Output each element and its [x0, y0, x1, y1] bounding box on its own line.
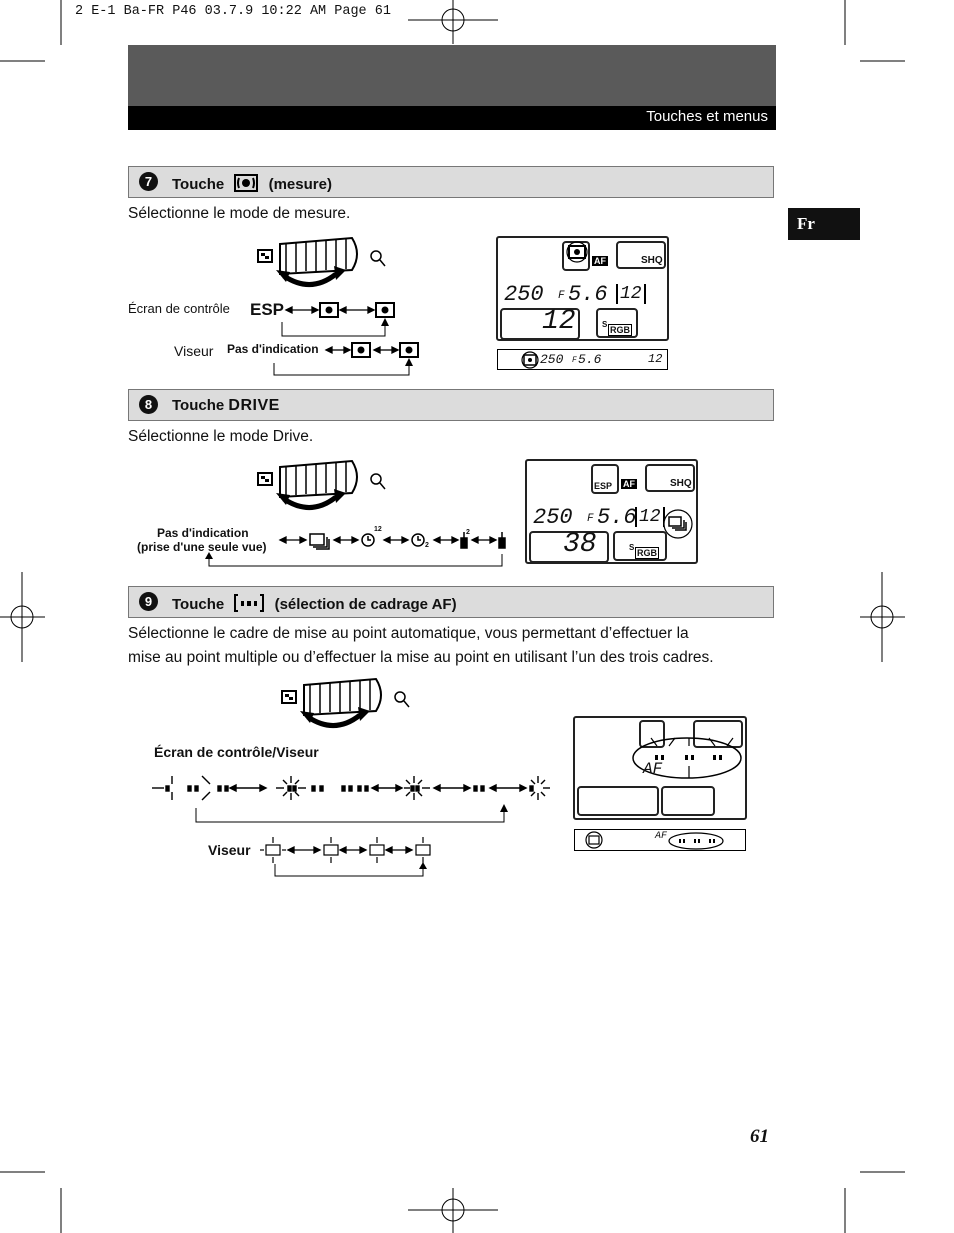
section-title: Touche (sélection de cadrage AF): [172, 594, 457, 613]
af-badge: AF: [592, 256, 608, 266]
af-badge: AF: [621, 479, 637, 489]
viewfinder-strip: AF: [574, 829, 746, 851]
sequential-drive-icon: [663, 509, 693, 539]
shutter-speed: 250: [504, 282, 544, 307]
single-frame-label: (prise d'une seule vue): [137, 540, 267, 554]
viewfinder-strip: 250 F 5.6 12: [497, 349, 668, 370]
esp-label: ESP: [250, 300, 285, 319]
header-strip: [128, 106, 776, 130]
control-panel-lcd: AF SHQ 250 F 5.6 12 12 S RGB: [496, 236, 669, 341]
af-indicator: AF: [643, 760, 663, 778]
quality-label: SHQ: [641, 255, 663, 266]
s-label: S: [602, 320, 608, 329]
af-frame-highlight: [668, 832, 724, 850]
section-7-description: Sélectionne le mode de mesure.: [128, 205, 351, 222]
section-9-description-1: Sélectionne le cadre de mise au point au…: [128, 625, 689, 642]
section-8-description: Sélectionne le mode Drive.: [128, 428, 314, 445]
section-title: Touche DRIVE: [172, 397, 280, 414]
shutter-speed: 250: [533, 505, 573, 530]
drive-cycle: [205, 532, 506, 567]
print-header: 2 E-1 Ba-FR P46 03.7.9 10:22 AM Page 61: [75, 4, 391, 19]
af-frame-cycle-viseur: [260, 837, 431, 877]
rgb-badge: RGB: [608, 324, 632, 336]
metering-cycle-control: [281, 302, 395, 337]
af-frame-highlight: [632, 737, 742, 779]
esp-badge: ESP: [594, 481, 613, 491]
section-number: 7: [139, 172, 158, 191]
af-frame-icon: [585, 831, 603, 849]
section-9-bar: 9 Touche (sélection de cadrage AF): [128, 586, 774, 618]
pas-indication-label: Pas d'indication: [157, 526, 249, 540]
vf-count: 12: [648, 352, 663, 366]
s-label: S: [629, 543, 635, 552]
af-frame-icon: [234, 594, 265, 612]
page-number: 61: [750, 1126, 769, 1147]
dial-icon: [257, 459, 386, 510]
dial-icon: [281, 677, 410, 728]
rgb-badge: RGB: [635, 547, 659, 559]
section-8-bar: 8 Touche DRIVE: [128, 389, 774, 421]
aperture-value: 5.6: [597, 505, 637, 530]
viseur-label: Viseur: [208, 842, 251, 858]
language-tab: Fr: [788, 208, 860, 240]
section-number: 8: [139, 395, 158, 414]
ecran-label: Écran de contrôle: [128, 301, 230, 316]
drive-sub-2: 2: [425, 542, 429, 549]
drive-sup-2: 2: [466, 529, 470, 536]
vf-af-indicator: AF: [655, 831, 668, 842]
header-title: Touches et menus: [646, 108, 768, 125]
af-frame-cycle: [152, 775, 550, 823]
aperture-value: 5.6: [568, 282, 608, 307]
vf-aperture: 5.6: [578, 352, 602, 367]
frames-remaining: 38: [563, 529, 597, 560]
viseur-label: Viseur: [174, 343, 214, 359]
ecran-viseur-label: Écran de contrôle/Viseur: [154, 744, 319, 760]
section-7-bar: 7 Touche (mesure): [128, 166, 774, 198]
frame-count-small: 12: [635, 507, 665, 527]
control-panel-lcd: ESP AF SHQ 250 F 5.6 12 38 S RGB: [525, 459, 698, 564]
quality-label: SHQ: [670, 478, 692, 489]
vf-shutter: 250: [540, 352, 564, 367]
frame-count-small: 12: [616, 284, 646, 304]
metering-icon: [566, 241, 588, 263]
section-title: Touche (mesure): [172, 174, 332, 193]
f-prefix: F: [587, 513, 594, 525]
metering-icon: [521, 351, 539, 369]
section-9-description-2: mise au point multiple ou d’effectuer la…: [128, 649, 714, 666]
dial-icon: [257, 236, 386, 287]
drive-sup-12: 12: [374, 526, 382, 533]
control-panel-lcd: AF: [573, 716, 747, 820]
metering-cycle-viseur: [273, 342, 419, 376]
metering-icon: [234, 174, 259, 192]
pas-indication-label: Pas d'indication: [227, 342, 319, 356]
frames-remaining: 12: [542, 306, 576, 337]
vf-f-prefix: F: [572, 356, 577, 365]
f-prefix: F: [558, 290, 565, 302]
section-number: 9: [139, 592, 158, 611]
